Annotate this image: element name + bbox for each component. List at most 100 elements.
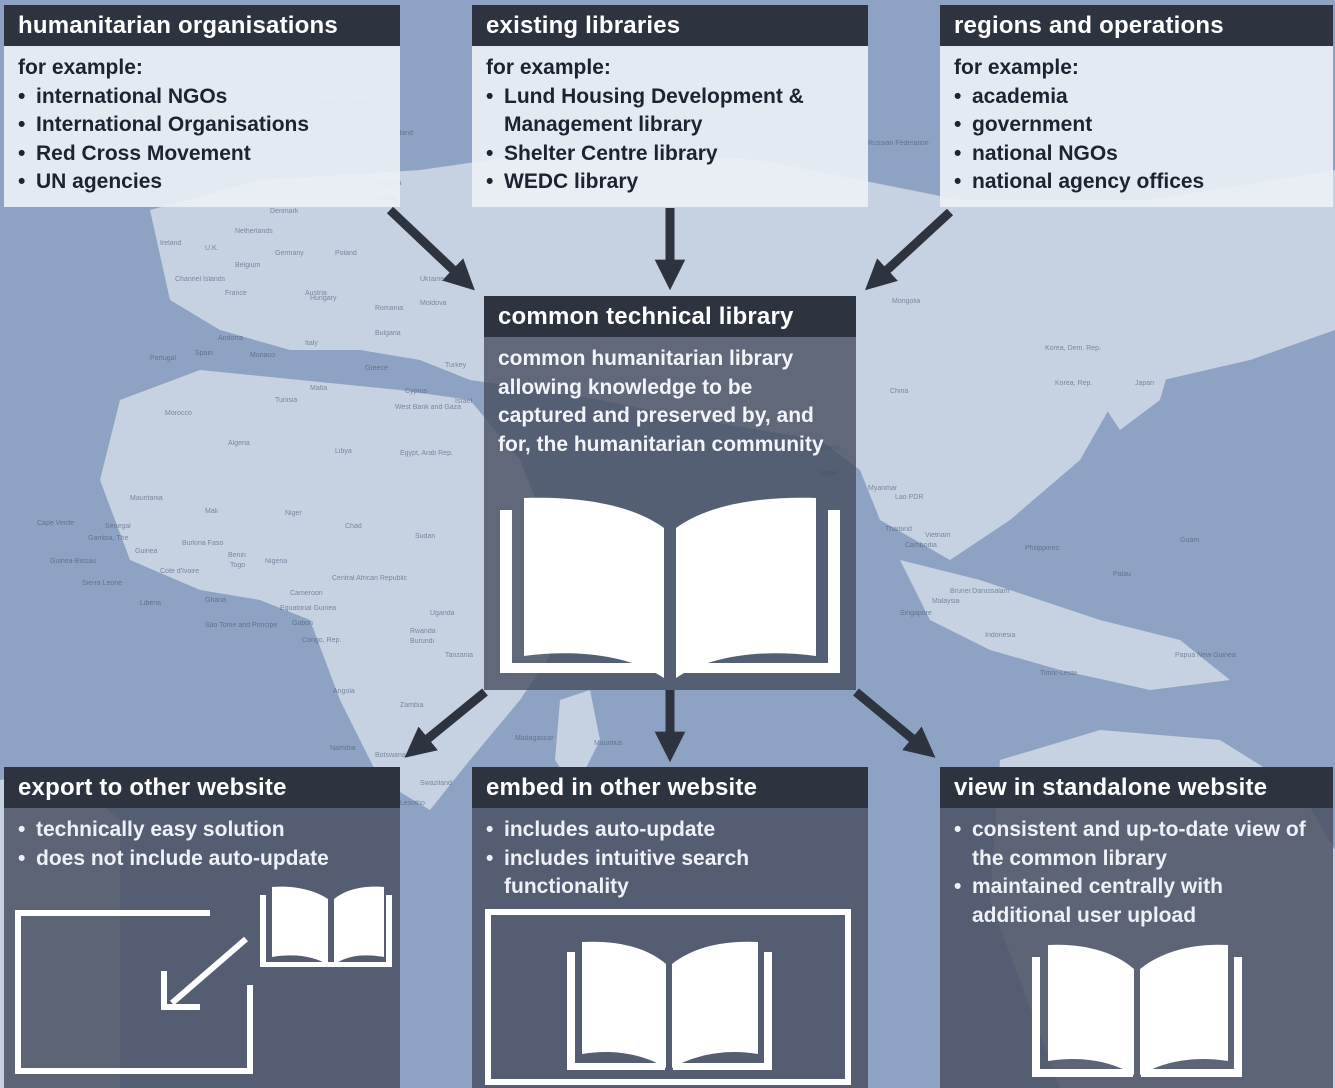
embed-illustration [485,909,851,1085]
book-icon [1032,944,1242,1077]
list-item: international NGOs [18,83,400,112]
map-label: Ukraine [420,276,445,283]
center-box-title: common technical library [484,296,856,337]
map-label: Swaziland [420,780,452,787]
map-label: Tanzania [445,652,474,659]
output-box-title: export to other website [4,767,400,808]
map-label: Greece [365,365,388,372]
map-label: Russian Federation [868,140,929,147]
map-label: Congo, Rep. [302,637,342,644]
export-arrow-icon [170,936,248,1006]
map-label: Mauritius [594,740,623,747]
list-item: International Organisations [18,111,400,140]
output-box-list: consistent and up-to-date view of the co… [954,816,1323,930]
list-item: UN agencies [18,168,400,197]
map-label: Gabon [292,620,314,627]
map-label: Turkey [445,362,467,369]
source-box-title: regions and operations [940,5,1333,46]
map-label: Papua New Guinea [1175,652,1236,659]
map-label: Sierra Leone [82,580,123,587]
list-item: national NGOs [954,140,1333,169]
map-label: Guinea-Bissau [50,558,96,565]
source-box-list: academia government national NGOs nation… [954,83,1333,197]
source-box-intro: for example: [954,56,1079,79]
output-box-title: view in standalone website [940,767,1333,808]
list-item: includes auto-update [486,816,858,845]
source-box-list: Lund Housing Development & Management li… [486,83,858,197]
map-label: Rwanda [410,628,436,635]
list-item: government [954,111,1333,140]
map-label: Singapore [900,610,932,617]
list-item: includes intuitive search functionality [486,845,858,902]
map-label: Philippines [1025,545,1059,552]
map-label: Gambia, The [88,535,129,542]
map-label: Cyprus [405,388,428,395]
map-label: Brunei Darussalam [950,588,1010,595]
map-label: Algeria [228,440,250,447]
map-label: Andorra [218,335,243,342]
map-label: Channel Islands [175,276,226,283]
map-label: France [225,290,247,297]
map-label: Central African Republic [332,575,408,582]
source-box-title: existing libraries [472,5,868,46]
map-label: Netherlands [235,228,273,235]
map-label: China [890,388,909,395]
map-label: Germany [275,250,304,257]
list-item: Red Cross Movement [18,140,400,169]
map-label: Angola [333,688,355,695]
map-label: Guinea [135,548,158,555]
list-item: WEDC library [486,168,858,197]
list-item: Lund Housing Development & Management li… [486,83,858,140]
map-label: Monaco [250,352,275,359]
arrow-out-export [404,688,488,758]
map-label: Senegal [105,523,131,530]
map-label: Timor-Leste [1040,670,1078,677]
map-label: Poland [335,250,357,257]
book-icon [567,941,772,1070]
map-label: Portugal [150,355,177,362]
map-label: Tunisia [275,397,298,404]
map-label: Lesotho [400,800,425,807]
map-label: Benin [228,552,246,559]
source-box-regions-and-operations: regions and operations for example: acad… [940,5,1333,207]
map-label: Equatorial Guinea [280,605,337,612]
output-box-list: technically easy solution does not inclu… [18,816,390,873]
arrow-in-humanitarian [386,206,475,291]
map-label: Botswana [375,752,406,759]
output-box-list: includes auto-update includes intuitive … [486,816,858,902]
map-label: Cambodia [905,542,937,549]
list-item: national agency offices [954,168,1333,197]
map-label: Denmark [270,208,299,215]
map-label: Cote d'Ivoire [160,568,200,575]
map-label: Belgium [235,262,261,269]
source-box-list: international NGOs International Organis… [18,83,400,197]
map-label: Italy [305,340,318,347]
map-label: Moldova [420,300,447,307]
map-label: Finland [390,130,413,137]
export-illustration [15,886,392,1074]
map-label: Chad [345,523,362,530]
map-label: Spain [195,350,213,357]
map-label: Korea, Rep. [1055,380,1093,387]
map-label: Niger [285,510,302,517]
map-label: Madagascar [515,735,554,742]
map-label: Lao PDR [895,494,924,501]
map-label: Cape Verde [37,520,74,527]
source-box-existing-libraries: existing libraries for example: Lund Hou… [472,5,868,207]
map-label: Mauritania [130,495,163,502]
map-label: Ghana [205,597,227,604]
map-label: Nigeria [265,558,288,565]
map-label: Zambia [400,702,424,709]
arrow-in-regions [864,208,954,291]
source-box-intro: for example: [486,56,611,79]
map-label: Hungary [310,295,337,302]
source-box-humanitarian-organisations: humanitarian organisations for example: … [4,5,400,207]
map-label: Guam [1180,537,1200,544]
map-label: Korea, Dem. Rep. [1045,345,1102,352]
map-label: Mali [205,508,218,515]
list-item: maintained centrally with additional use… [954,873,1323,930]
map-label: Burkina Faso [182,540,224,547]
map-label: Cameroon [290,590,323,597]
map-label: Romania [375,305,404,312]
